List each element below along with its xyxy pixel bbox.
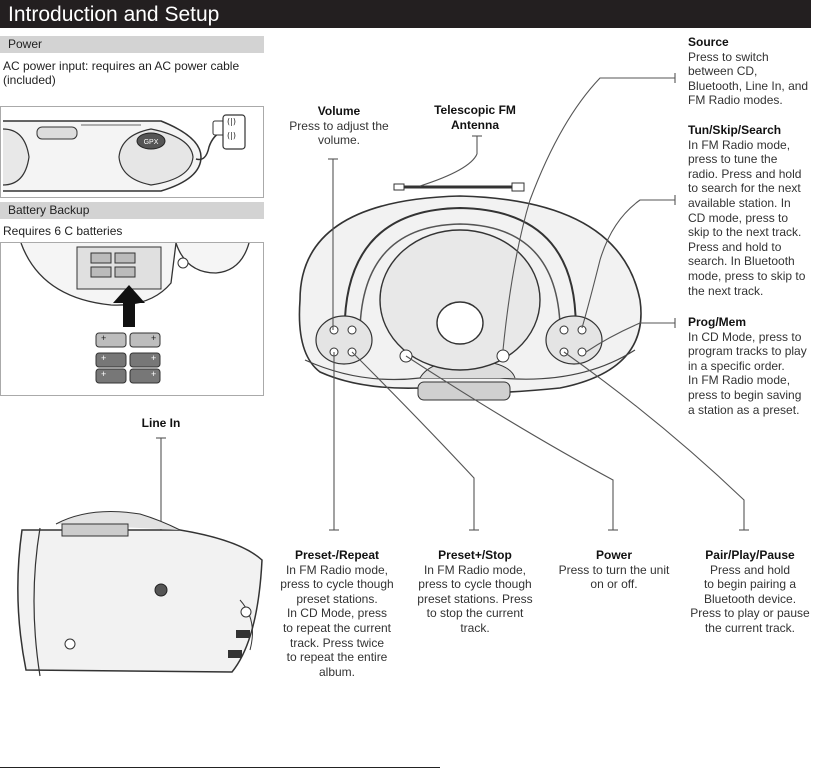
power-section-heading: Power [0, 36, 264, 53]
tun-callout-line6: CD mode, press to [688, 210, 789, 225]
preset-minus-repeat-callout: Preset-/Repeat In FM Radio mode, press t… [274, 548, 400, 679]
tun-callout-line10: mode, press to skip to [688, 268, 806, 283]
volume-callout-title: Volume [317, 104, 361, 118]
battery-plus-1: + [101, 333, 107, 343]
line-in-callout-title: Line In [141, 416, 181, 430]
preset-minus-callout-line5: to repeat the current [282, 620, 392, 635]
preset-plus-callout-line2: press to cycle though [418, 577, 532, 592]
power-button-callout-title: Power [595, 548, 632, 562]
line-in-callout: Line In [120, 416, 202, 431]
battery-illustration-frame: + + + + + + [0, 242, 264, 396]
telescopic-antenna [393, 182, 525, 192]
tun-callout-line2: press to tune the [688, 152, 778, 167]
pair-callout-line4: Press to play or pause [690, 606, 810, 621]
source-callout: Source Press to switch between CD, Bluet… [688, 35, 828, 108]
preset-minus-callout-line6: track. Press twice [289, 635, 385, 650]
boombox-power-illustration: GPX [2, 114, 246, 192]
tun-callout-line1: In FM Radio mode, [688, 137, 791, 152]
volume-callout: Volume Press to adjust the volume. [284, 104, 394, 148]
prog-callout-title: Prog/Mem [688, 315, 747, 329]
prog-callout-line1: In CD Mode, press to [688, 329, 802, 344]
tun-callout-line3: radio. Press and hold [688, 166, 802, 181]
battery-plus-2: + [151, 333, 157, 343]
boombox-front-body [298, 195, 642, 401]
leader-lines [156, 73, 749, 590]
preset-minus-callout-line8: album. [318, 664, 356, 679]
svg-text:GPX: GPX [144, 139, 159, 146]
prog-callout-line2: program tracks to play [688, 344, 807, 359]
outlet-socket-top: (|) [227, 117, 236, 126]
boombox-side-view [17, 511, 263, 677]
preset-minus-callout-line4: In CD Mode, press [286, 606, 388, 621]
preset-minus-callout-line7: to repeat the entire [286, 650, 388, 665]
battery-compartment-illustration [20, 243, 250, 384]
prog-callout-line6: a station as a preset. [688, 402, 800, 417]
power-button-callout-line2: on or off. [590, 577, 638, 592]
power-illustration-frame: GPX (|) (|) [0, 106, 264, 198]
source-callout-line4: FM Radio modes. [688, 93, 783, 108]
antenna-callout: Telescopic FM Antenna [420, 103, 530, 132]
battery-plus-4: + [151, 353, 157, 363]
tun-callout-title: Tun/Skip/Search [688, 123, 782, 137]
pair-callout-title: Pair/Play/Pause [705, 548, 795, 562]
source-callout-line1: Press to switch [688, 49, 769, 64]
pair-callout-line3: Bluetooth device. [703, 591, 797, 606]
prog-callout-line4: In FM Radio mode, [688, 373, 791, 388]
battery-plus-5: + [101, 369, 107, 379]
tun-callout-line4: to search for the next [688, 181, 801, 196]
tun-callout-line11: the next track. [688, 283, 764, 298]
battery-text: Requires 6 C batteries [3, 224, 123, 238]
antenna-callout-title-line2: Antenna [451, 117, 499, 132]
preset-minus-callout-line1: In FM Radio mode, [285, 562, 389, 577]
tun-callout-line7: skip to the next track. [688, 225, 802, 240]
preset-plus-callout-line4: to stop the current [426, 606, 524, 621]
preset-plus-callout-line1: In FM Radio mode, [423, 562, 527, 577]
antenna-callout-title-line1: Telescopic FM [434, 103, 516, 117]
battery-section-heading: Battery Backup [0, 202, 264, 219]
preset-minus-callout-title: Preset-/Repeat [294, 548, 380, 562]
footer-divider [0, 767, 440, 768]
source-callout-title: Source [688, 35, 729, 49]
prog-callout-line5: press to begin saving [688, 387, 802, 402]
outlet-socket-bottom: (|) [227, 131, 236, 140]
preset-minus-callout-line3: preset stations. [296, 591, 378, 606]
source-callout-line3: Bluetooth, Line In, and [688, 78, 809, 93]
preset-minus-callout-line2: press to cycle though [280, 577, 394, 592]
preset-plus-stop-callout: Preset+/Stop In FM Radio mode, press to … [410, 548, 540, 636]
pair-callout-line5: the current track. [704, 620, 796, 635]
power-text-line2: (included) [3, 73, 56, 87]
power-button-callout-line1: Press to turn the unit [558, 562, 670, 577]
battery-plus-3: + [101, 353, 107, 363]
pair-callout-line2: to begin pairing a [703, 577, 797, 592]
tun-callout-line8: Press and hold to [688, 239, 782, 254]
preset-plus-callout-line5: track. [460, 620, 490, 635]
volume-callout-line2: volume. [317, 133, 361, 148]
battery-plus-6: + [151, 369, 157, 379]
page-title: Introduction and Setup [0, 0, 811, 28]
preset-plus-callout-title: Preset+/Stop [438, 548, 512, 562]
power-button-callout: Power Press to turn the unit on or off. [552, 548, 676, 592]
prog-callout-line3: in a specific order. [688, 358, 785, 373]
volume-callout-line1: Press to adjust the [289, 118, 389, 133]
pair-callout-line1: Press and hold [709, 562, 791, 577]
prog-mem-callout: Prog/Mem In CD Mode, press to program tr… [688, 315, 828, 417]
tun-skip-search-callout: Tun/Skip/Search In FM Radio mode, press … [688, 123, 828, 298]
power-text-line1: AC power input: requires an AC power cab… [3, 59, 240, 73]
tun-callout-line5: available station. In [688, 195, 791, 210]
source-callout-line2: between CD, [688, 64, 758, 79]
preset-plus-callout-line3: preset stations. Press [417, 591, 533, 606]
tun-callout-line9: search. In Bluetooth [688, 254, 795, 269]
pair-play-pause-callout: Pair/Play/Pause Press and hold to begin … [682, 548, 818, 636]
